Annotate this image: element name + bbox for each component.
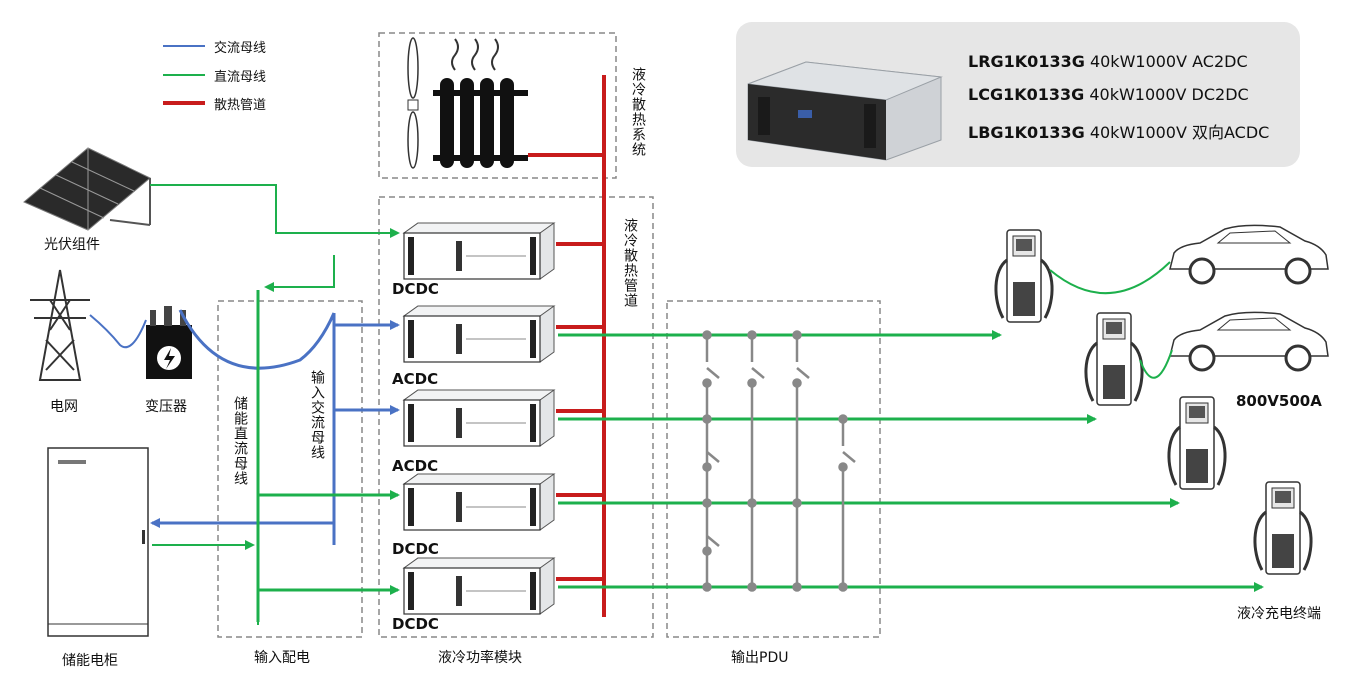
power-module-box: [378, 196, 654, 638]
car-1: [1168, 223, 1330, 285]
output-pdu-box: [666, 300, 881, 638]
legend-pipe-label: 散热管道: [214, 98, 267, 113]
module-label-4: DCDC: [392, 540, 439, 558]
dc-bus-lines: [150, 184, 400, 625]
radiator-icon: [407, 37, 528, 169]
module-label-1: DCDC: [392, 280, 439, 298]
power-module-label: 液冷功率模块: [438, 650, 522, 666]
power-module-photo: [747, 61, 943, 161]
spec-line-1: LRG1K0133G 40kW1000V AC2DC: [968, 52, 1248, 71]
pdu-switches: [702, 330, 856, 592]
charger-3: [1167, 395, 1227, 491]
module-label-2: ACDC: [392, 370, 439, 388]
grid-label: 电网: [50, 399, 78, 415]
input-distribution-box: [217, 300, 363, 638]
input-distribution-label: 输入配电: [254, 650, 310, 666]
rating-label: 800V500A: [1236, 392, 1322, 410]
power-module-1: [403, 222, 555, 280]
module-label-3: ACDC: [392, 457, 439, 475]
spec-card: LRG1K0133G 40kW1000V AC2DC LCG1K0133G 40…: [736, 22, 1300, 167]
pv-label: 光伏组件: [44, 237, 100, 253]
cooling-system-label: 液冷散热系统: [630, 67, 646, 157]
module-label-5: DCDC: [392, 615, 439, 633]
input-ac-bus: [150, 309, 400, 545]
solar-panel-icon: [23, 147, 151, 231]
legend-ac-label: 交流母线: [214, 41, 267, 56]
spec-line-3: LBG1K0133G 40kW1000V 双向ACDC: [968, 123, 1270, 142]
cooling-pipe: [528, 75, 606, 617]
power-module-4: [403, 473, 555, 531]
charge-cable-1: [1049, 261, 1171, 295]
legend-dc-label: 直流母线: [214, 70, 267, 85]
power-module-2: [403, 305, 555, 363]
power-module-3: [403, 389, 555, 447]
storage-dc-bus: [256, 290, 400, 622]
spec-line-2: LCG1K0133G 40kW1000V DC2DC: [968, 85, 1249, 104]
output-dc-lines: [558, 330, 1264, 592]
charger-4: [1253, 480, 1313, 576]
power-module-5: [403, 557, 555, 615]
cooling-pipe-label: 液冷散热管道: [622, 218, 638, 308]
storage-cabinet-label: 储能电柜: [62, 653, 118, 669]
output-pdu-label: 输出PDU: [731, 650, 789, 666]
ac-bus-lines: [89, 314, 147, 349]
cooling-system-box: [378, 32, 617, 179]
charger-1: [994, 228, 1054, 324]
charger-2: [1084, 311, 1144, 407]
terminal-label: 液冷充电终端: [1237, 606, 1321, 622]
car-2: [1168, 310, 1330, 372]
storage-dc-bus-label: 储能直流母线: [232, 396, 248, 486]
transformer-label: 变压器: [145, 399, 187, 415]
transformer-icon: [146, 306, 192, 379]
input-ac-bus-label: 输入交流母线: [309, 370, 325, 460]
transmission-tower-icon: [30, 269, 90, 381]
charge-cable-2: [1139, 349, 1173, 379]
storage-cabinet-icon: [47, 447, 149, 637]
